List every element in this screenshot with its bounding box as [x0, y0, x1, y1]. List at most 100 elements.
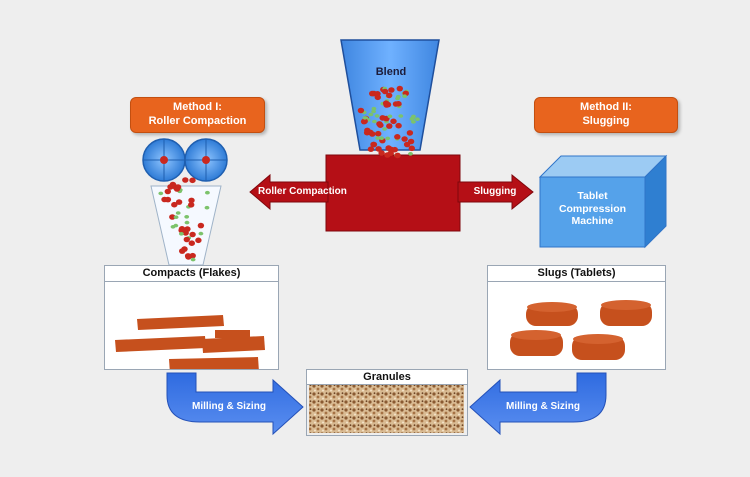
- machine-label: Tablet Compression Machine: [540, 190, 645, 228]
- blend-particle-red: [374, 91, 381, 97]
- method-1-line2: Roller Compaction: [148, 115, 247, 127]
- blend-particle-red: [369, 131, 376, 137]
- flake: [215, 330, 250, 338]
- blend-particle-green: [175, 211, 181, 215]
- machine-line1: Tablet: [577, 190, 608, 202]
- blend-particle-green: [375, 136, 381, 140]
- blend-particle-red: [184, 253, 192, 259]
- milling-arrow-right: [469, 372, 607, 436]
- flake: [202, 336, 265, 353]
- flake: [137, 315, 224, 330]
- blend-label: Blend: [375, 66, 407, 78]
- blend-particle-red: [171, 201, 178, 208]
- blend-particle-green: [398, 114, 404, 118]
- milling-right-label: Milling & Sizing: [506, 401, 580, 412]
- blend-particle-red: [188, 240, 195, 246]
- blend-particle-green: [205, 190, 210, 195]
- press-block: [325, 154, 461, 232]
- milling-arrow-left: [166, 372, 304, 436]
- blend-particle-red: [188, 202, 195, 208]
- blend-particle-green: [368, 112, 374, 117]
- left-roller: [142, 138, 186, 182]
- blend-particle-red: [164, 188, 171, 195]
- blend-particle-green: [204, 205, 210, 210]
- flakes-drawing: [115, 315, 265, 374]
- blend-particle-green: [184, 220, 190, 225]
- tablet-compression-machine: [538, 154, 668, 249]
- blend-particle-red: [382, 100, 390, 106]
- method-1-line1: Method I:: [173, 101, 222, 114]
- slugs-panel: Slugs (Tablets): [487, 265, 666, 370]
- granules-bed: [309, 385, 464, 433]
- blend-particle-red: [179, 248, 186, 254]
- blend-particles: [357, 85, 420, 159]
- blend-particle-green: [379, 136, 384, 140]
- blend-particle-red: [164, 196, 172, 203]
- granules-panel: Granules: [306, 369, 468, 436]
- blend-particle-red: [407, 138, 415, 145]
- blend-particle-red: [406, 130, 414, 136]
- compacts-panel: Compacts (Flakes): [104, 265, 279, 374]
- blend-particle-green: [387, 114, 393, 119]
- blend-particle-green: [173, 223, 179, 228]
- blend-particle-red: [178, 227, 185, 234]
- blend-particle-red: [169, 181, 177, 188]
- flake: [169, 357, 259, 374]
- blend-particle-green: [395, 94, 401, 99]
- blend-particle-green: [198, 231, 204, 236]
- blend-particle-red: [197, 222, 205, 229]
- blend-particle-red: [388, 87, 395, 93]
- slug-tablet: [600, 300, 652, 326]
- machine-line2: Compression: [558, 202, 627, 215]
- method-2-line2: Slugging: [582, 115, 630, 127]
- blend-particle-red: [189, 177, 196, 184]
- blend-particle-red: [367, 146, 375, 152]
- blend-particle-red: [394, 152, 401, 159]
- blend-particle-red: [378, 150, 385, 156]
- right-roller: [184, 138, 228, 182]
- method-2-box: Method II: Slugging: [534, 97, 678, 133]
- roller-compaction-arrow-label: Roller Compaction: [258, 186, 347, 197]
- granules-title: Granules: [307, 370, 467, 385]
- blend-particle-red: [379, 115, 386, 121]
- blend-particle-red: [364, 127, 371, 134]
- blend-particle-red: [395, 101, 402, 107]
- blend-particle-green: [173, 215, 179, 219]
- blend-particle-red: [183, 236, 190, 243]
- milling-left-label: Milling & Sizing: [192, 401, 266, 412]
- blend-particle-green: [158, 191, 164, 196]
- blend-particle-red: [390, 118, 397, 125]
- blend-particle-red: [391, 146, 398, 153]
- blend-particle-red: [182, 177, 189, 183]
- roller-compactor: [142, 138, 228, 266]
- blend-particle-green: [402, 94, 407, 98]
- slugging-arrow: [457, 173, 534, 211]
- slug-tablet: [526, 302, 578, 326]
- blend-particle-red: [375, 146, 382, 152]
- funnel-particles: [158, 177, 210, 262]
- blend-particle-red: [375, 130, 382, 137]
- blend-particle-green: [415, 117, 420, 121]
- blend-particle-red: [189, 231, 196, 238]
- method-1-box: Method I: Roller Compaction: [130, 97, 265, 133]
- blend-particle-green: [408, 152, 413, 156]
- blend-particle-green: [371, 109, 376, 114]
- blend-particle-green: [411, 120, 416, 124]
- blend-particle-green: [372, 119, 377, 124]
- blend-particle-green: [190, 257, 196, 262]
- machine-line3: Machine: [571, 215, 614, 228]
- blend-particle-red: [361, 118, 368, 124]
- slugs-drawing: [510, 300, 652, 360]
- blend-particle-green: [385, 136, 391, 141]
- blend-particle-green: [179, 232, 184, 236]
- blend-particle-red: [396, 85, 403, 92]
- blend-particle-green: [411, 114, 416, 119]
- slugging-arrow-label: Slugging: [473, 186, 517, 197]
- blend-particle-green: [374, 114, 380, 118]
- flake: [115, 336, 206, 352]
- slugs-title: Slugs (Tablets): [488, 266, 665, 282]
- blend-particle-red: [381, 88, 389, 95]
- blend-particle-red: [195, 237, 202, 244]
- blend-particle-red: [173, 186, 181, 192]
